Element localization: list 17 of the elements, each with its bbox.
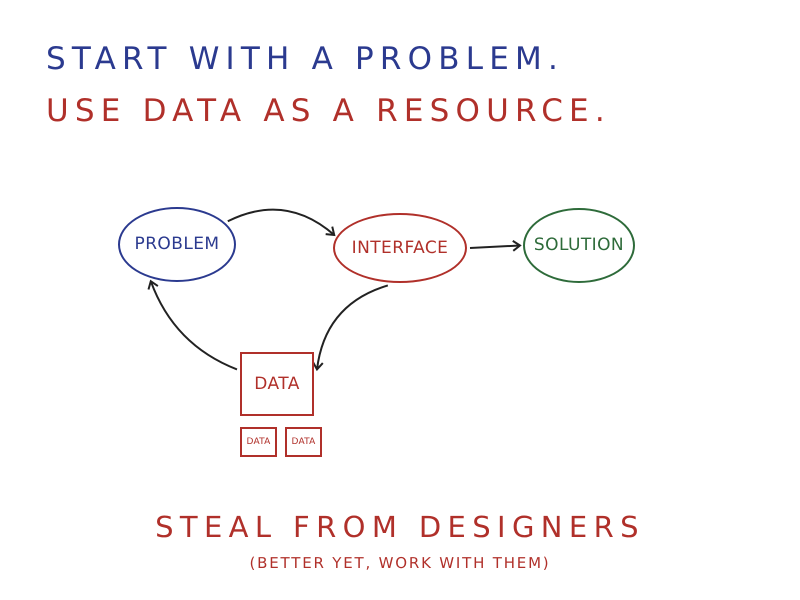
node-label: SOLUTION bbox=[534, 237, 624, 254]
curved-arrow bbox=[148, 280, 238, 370]
handwritten-text: (BETTER YET, WORK WITH THEM) bbox=[248, 553, 552, 574]
handwritten-text: START WITH A PROBLEM. bbox=[46, 40, 564, 79]
hand-drawn-box bbox=[285, 427, 322, 457]
node-label: DATA bbox=[246, 438, 271, 446]
node-label: DATA bbox=[254, 376, 300, 392]
hand-drawn-box bbox=[240, 427, 277, 457]
handwritten-text: USE DATA AS A RESOURCE. bbox=[46, 92, 611, 131]
curved-arrow bbox=[227, 208, 336, 236]
curved-arrow bbox=[312, 284, 388, 370]
node-label: DATA bbox=[291, 438, 316, 446]
curved-arrow bbox=[470, 240, 521, 252]
node-label: PROBLEM bbox=[134, 236, 220, 253]
hand-drawn-box bbox=[240, 352, 314, 416]
handwritten-text: STEAL FROM DESIGNERS bbox=[154, 509, 646, 546]
node-label: INTERFACE bbox=[352, 240, 448, 256]
